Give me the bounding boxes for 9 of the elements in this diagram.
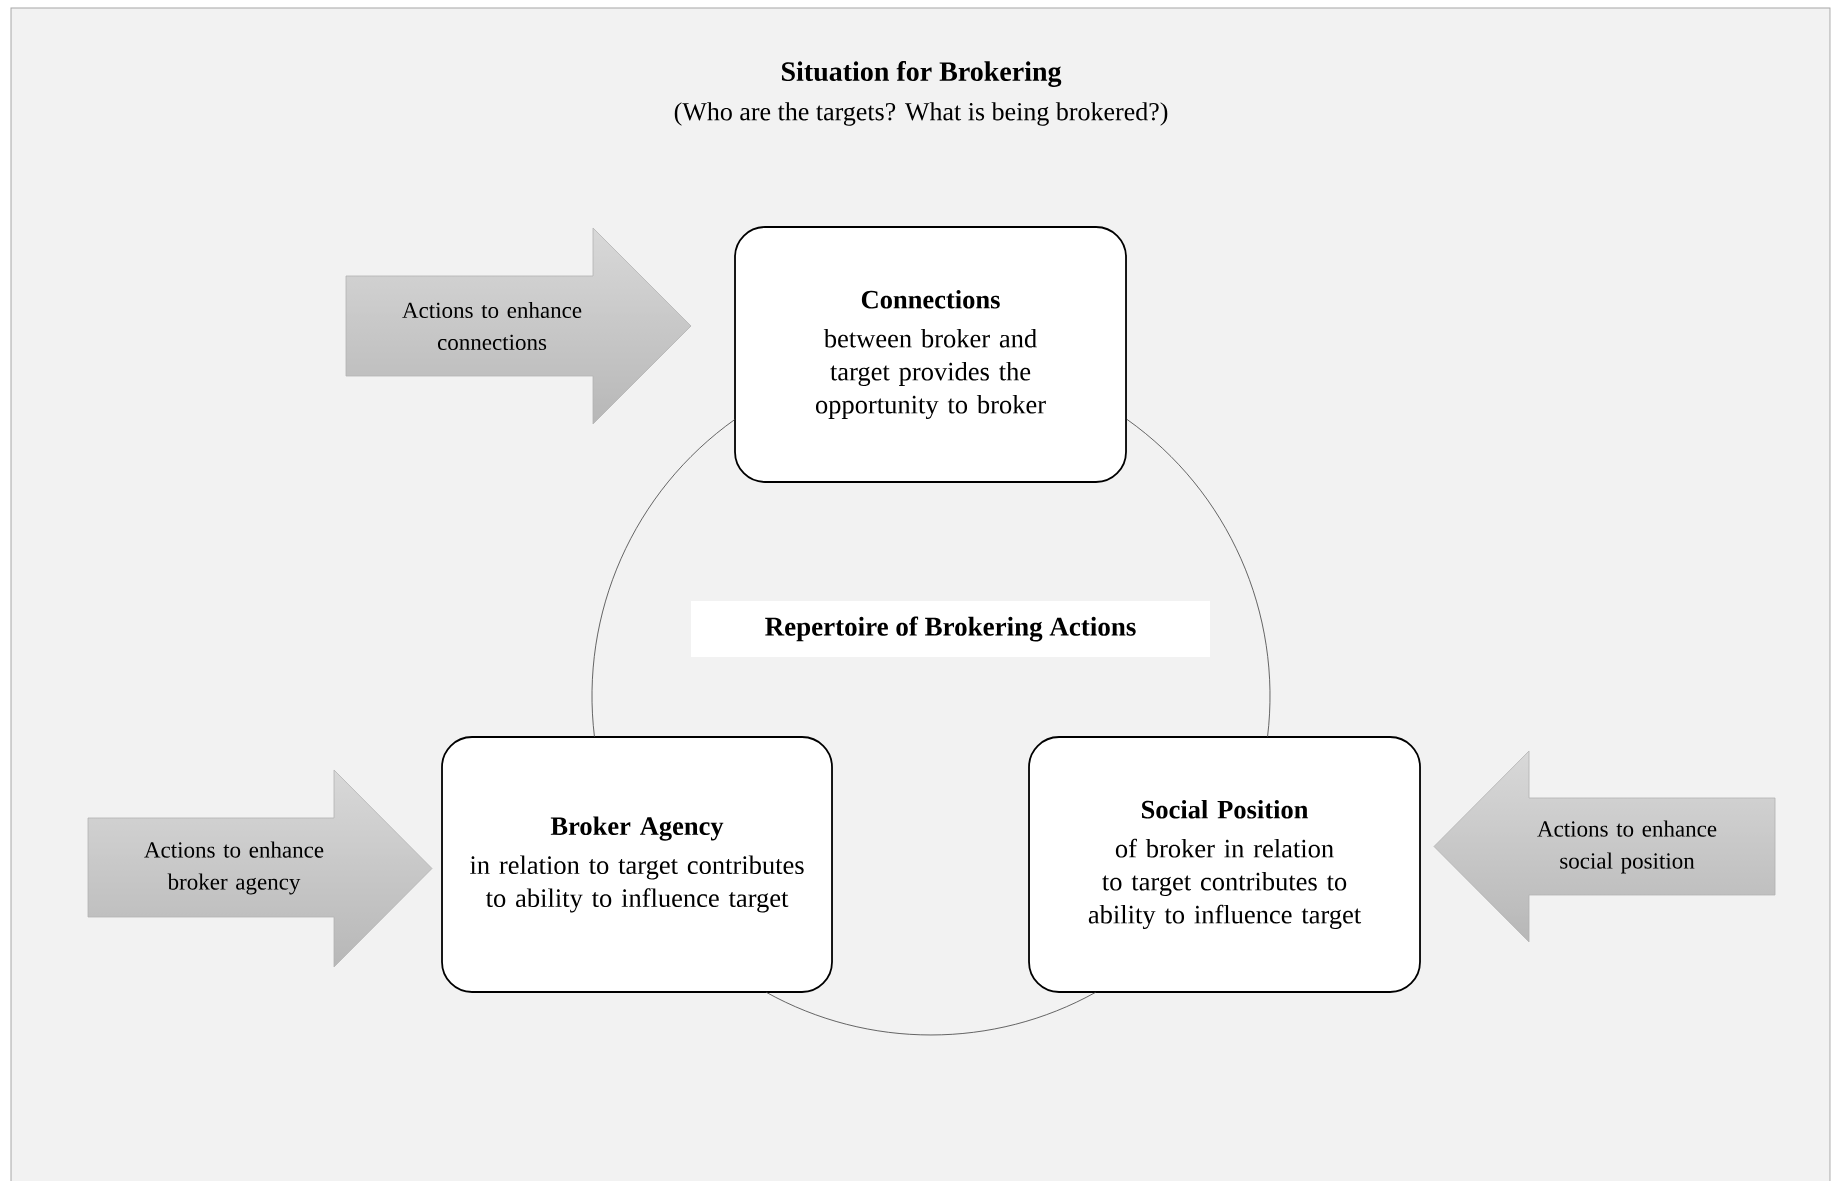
title: Situation for Brokering <box>781 61 1062 87</box>
rounded-box: Connections between broker and target provides the opportunity to broker <box>734 226 1127 483</box>
connector-arc <box>765 991 1097 1036</box>
rounded-box: Social Position of broker in relation to target contributes to ability to influence target <box>1028 736 1421 993</box>
rounded-box: Broker Agency in relation to target contributes to ability to influence target <box>441 736 833 993</box>
subtitle: (Who are the targets? What is being brokered?) <box>674 102 1168 126</box>
connector-arc <box>1126 418 1271 738</box>
label-box: Repertoire of Brokering Actions <box>691 601 1210 657</box>
connector-arc <box>591 418 736 738</box>
